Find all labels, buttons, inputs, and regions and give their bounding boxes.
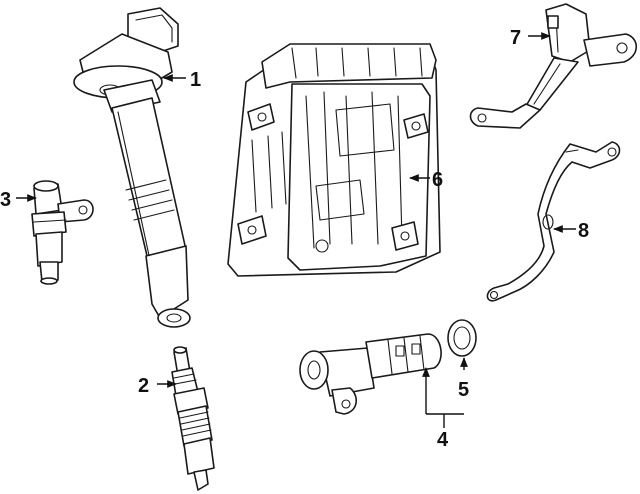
callout-2: 2 (138, 375, 149, 397)
ignition-coil[interactable] (73, 7, 191, 328)
leader-lines (16, 32, 576, 428)
o-ring[interactable] (447, 319, 477, 357)
callout-8: 8 (578, 220, 589, 242)
callout-6: 6 (432, 169, 443, 191)
engine-control-module[interactable] (227, 43, 441, 277)
oil-control-valve[interactable] (299, 333, 442, 415)
callout-1: 1 (190, 69, 201, 91)
callout-4: 4 (437, 429, 449, 451)
callout-7: 7 (510, 27, 521, 49)
callout-3: 3 (0, 189, 11, 211)
strap-bracket[interactable] (486, 141, 621, 302)
callout-5: 5 (458, 379, 469, 401)
callout-labels: 1 2 3 4 5 6 7 8 (0, 27, 589, 451)
camshaft-sensor[interactable] (31, 180, 94, 285)
mounting-bracket[interactable] (469, 3, 638, 129)
spark-plug[interactable] (171, 346, 215, 491)
